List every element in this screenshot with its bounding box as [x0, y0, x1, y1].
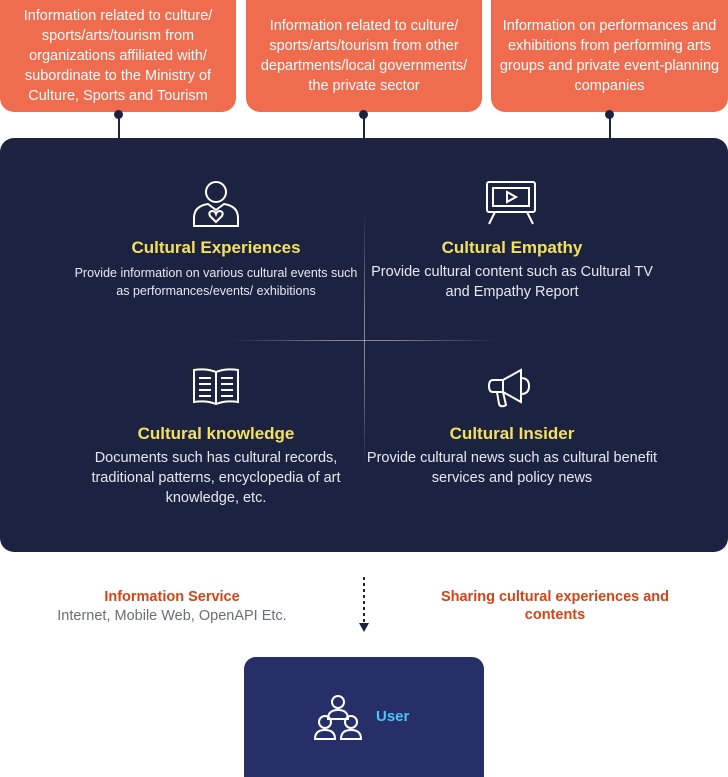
- quadrant-title: Cultural Insider: [449, 424, 575, 443]
- quadrant-title: Cultural Experiences: [131, 238, 301, 257]
- quadrant-title: Cultural knowledge: [137, 424, 295, 443]
- connector-dot: [114, 110, 123, 119]
- information-service-title: Information Service: [104, 589, 240, 605]
- connector-dot: [605, 110, 614, 119]
- sharing-service-title: Sharing cultural experiences and content…: [440, 589, 670, 623]
- quadrant-description: Provide information on various cultural …: [74, 266, 358, 298]
- information-service: Information Service Internet, Mobile Web…: [30, 588, 314, 626]
- source-text: Information related to culture/ sports/a…: [23, 8, 213, 104]
- megaphone-icon: [485, 366, 537, 415]
- vertical-divider: [364, 210, 365, 468]
- connector-line: [363, 112, 365, 138]
- source-text: Information on performances and exhibiti…: [499, 18, 720, 94]
- services-panel: [0, 138, 728, 552]
- down-arrow-icon: [358, 575, 370, 640]
- person-heart-icon: [190, 180, 242, 233]
- connector-line: [118, 112, 120, 138]
- user-label: User: [376, 708, 410, 725]
- user-box: User: [244, 657, 484, 777]
- quadrant-cultural-experiences: Cultural Experiences Provide information…: [70, 180, 362, 320]
- information-service-channels: Internet, Mobile Web, OpenAPI Etc.: [57, 608, 287, 624]
- sharing-service: Sharing cultural experiences and content…: [410, 588, 700, 624]
- open-book-icon: [190, 366, 242, 413]
- connector-line: [609, 112, 611, 138]
- quadrant-description: Provide cultural content such as Cultura…: [371, 264, 653, 300]
- quadrant-cultural-insider: Cultural Insider Provide cultural news s…: [365, 366, 659, 516]
- video-screen-icon: [485, 180, 537, 231]
- quadrant-description: Documents such has cultural records, tra…: [91, 450, 341, 506]
- source-text: Information related to culture/ sports/a…: [260, 18, 468, 94]
- quadrant-description: Provide cultural news such as cultural b…: [366, 450, 658, 486]
- connector-dot: [359, 110, 368, 119]
- quadrant-cultural-knowledge: Cultural knowledge Documents such has cu…: [70, 366, 362, 516]
- quadrant-title: Cultural Empathy: [441, 238, 583, 257]
- source-box-performing-arts: Information on performances and exhibiti…: [491, 0, 728, 112]
- source-box-ministry: Information related to culture/ sports/a…: [0, 0, 236, 112]
- horizontal-divider: [230, 340, 498, 341]
- source-box-other-departments: Information related to culture/ sports/a…: [246, 0, 482, 112]
- quadrant-cultural-empathy: Cultural Empathy Provide cultural conten…: [365, 180, 659, 320]
- user-group-icon: [312, 693, 364, 746]
